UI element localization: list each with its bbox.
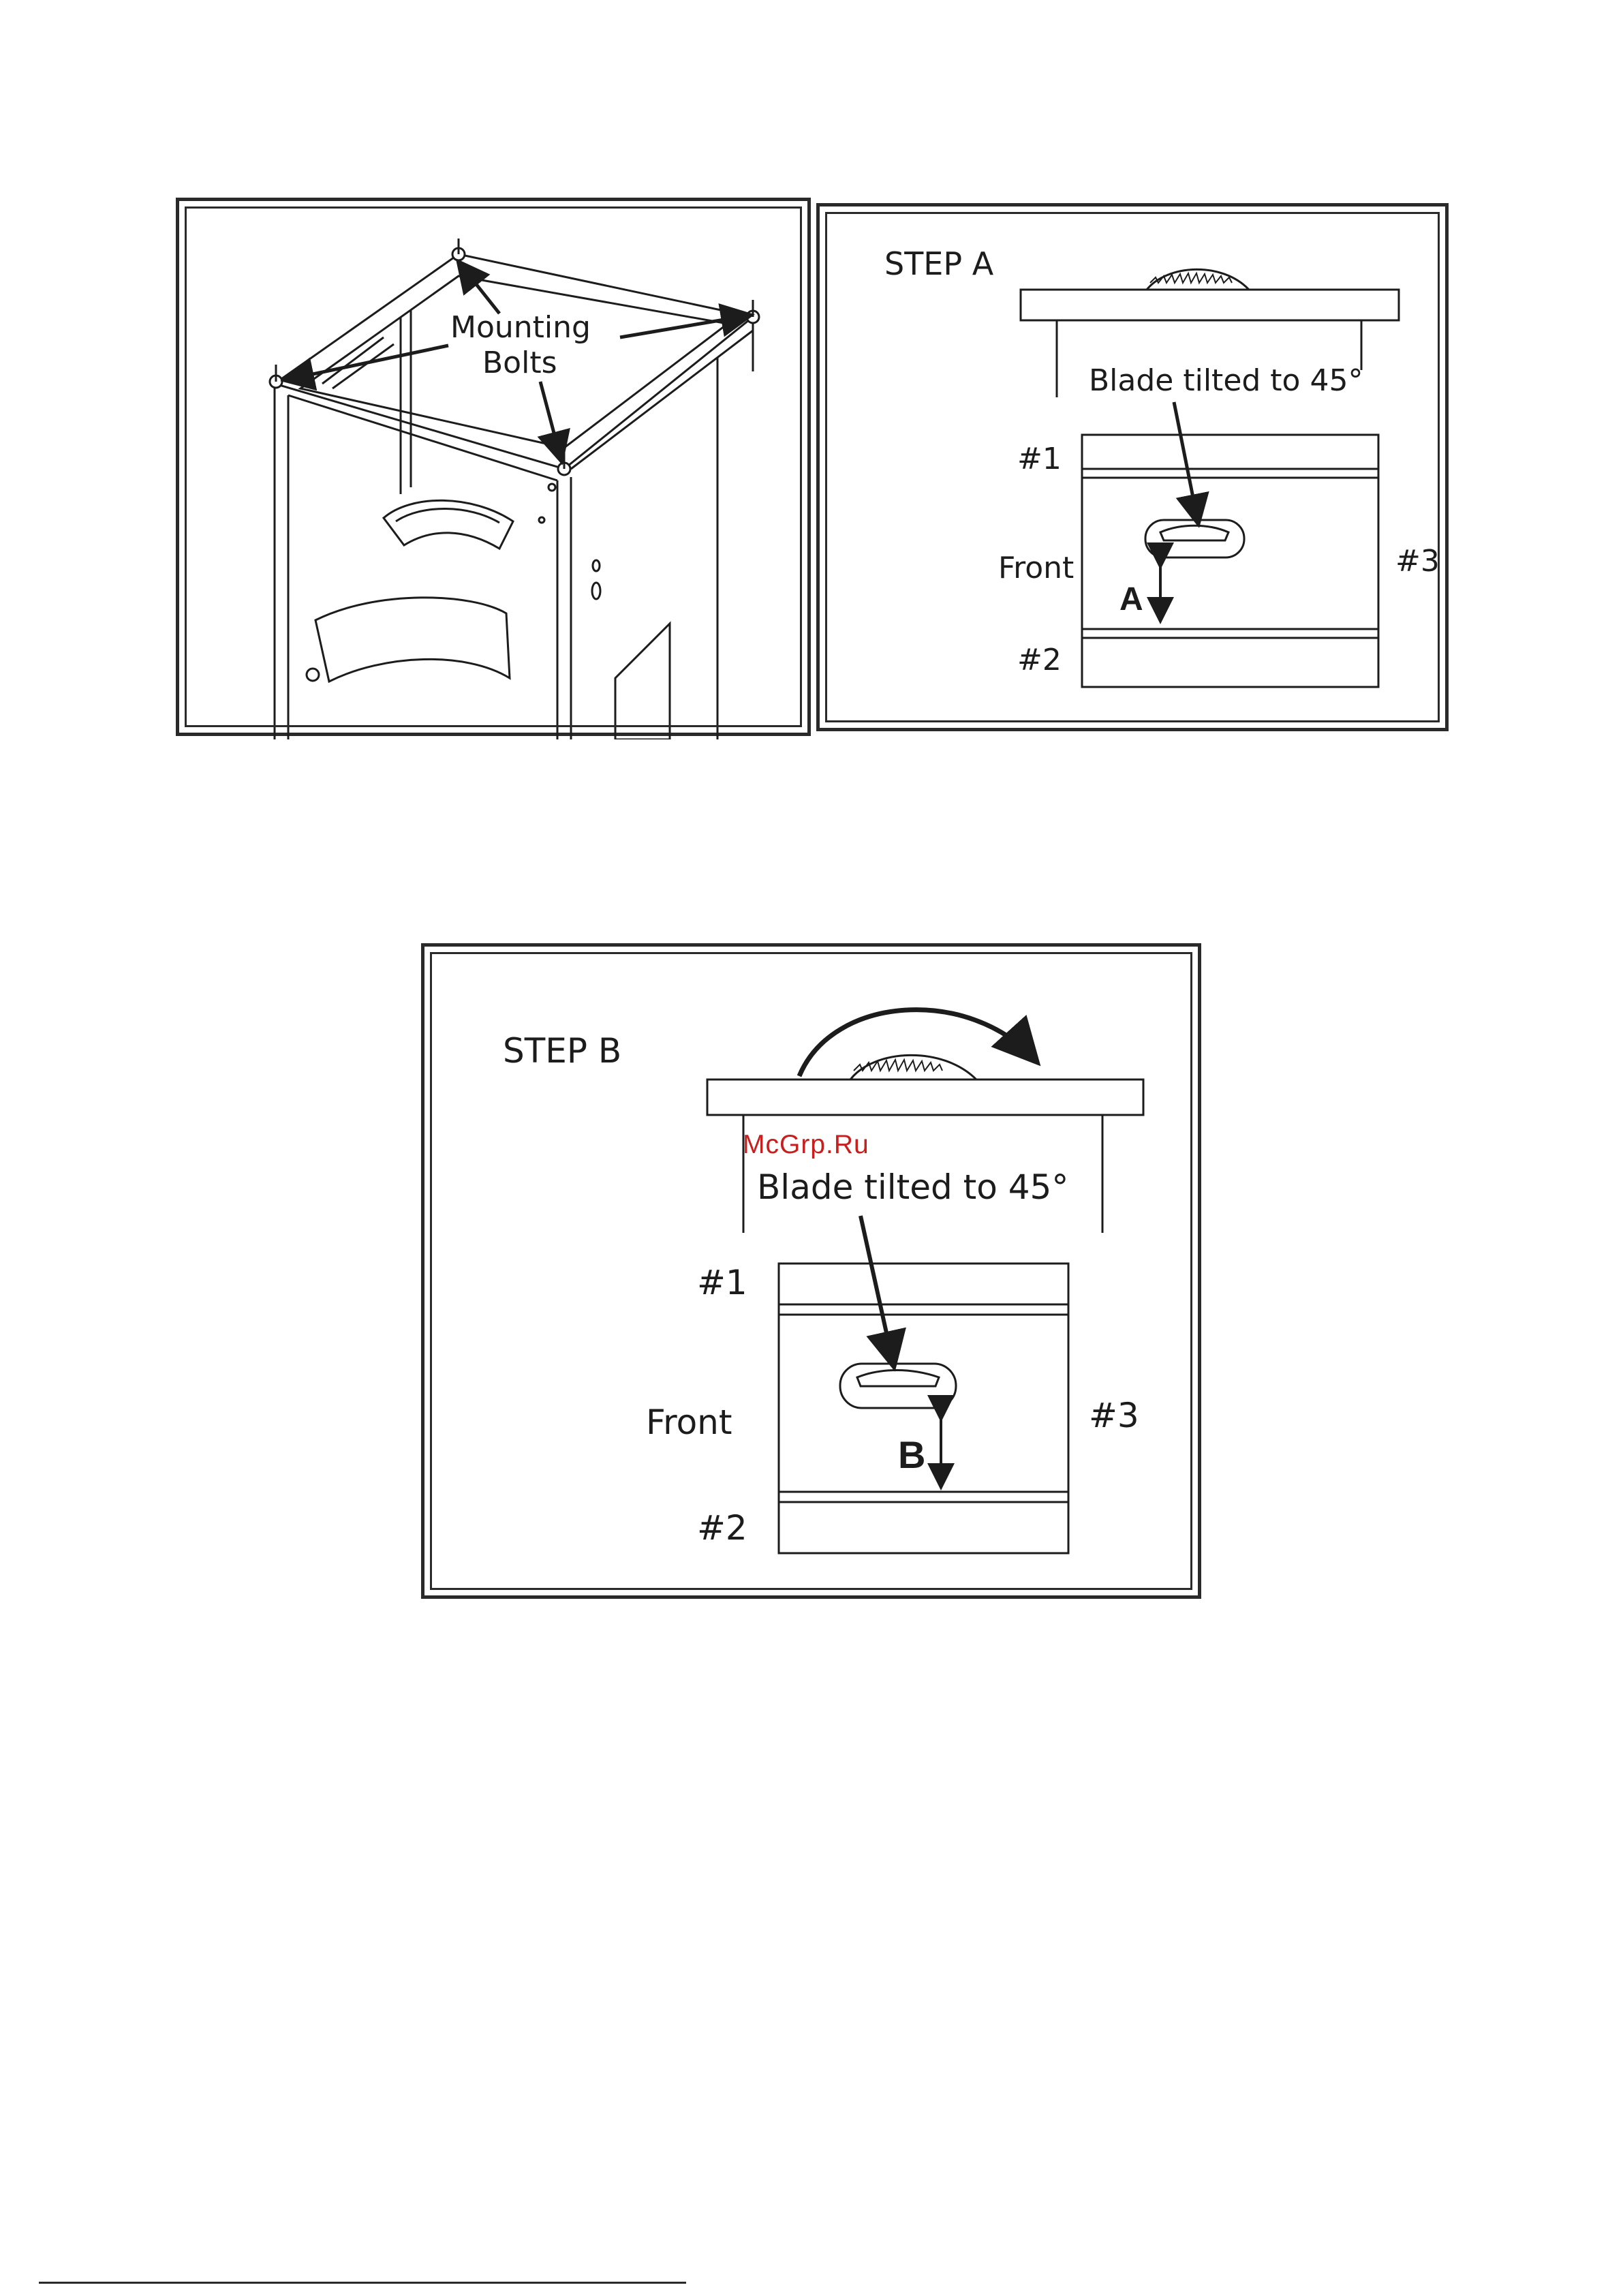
step-a-label-3: #3 — [1395, 544, 1440, 579]
step-a-figure: STEP A Blade tilted to 45° A #1 — [816, 203, 1449, 731]
step-b-label-3: #3 — [1089, 1396, 1139, 1435]
callout-bolts: Bolts — [482, 346, 557, 380]
step-b-measure-letter: B — [898, 1433, 925, 1476]
step-a-label-1: #1 — [1017, 442, 1062, 476]
step-b-blade-note: Blade tilted to 45° — [757, 1167, 1068, 1207]
step-b-label-front: Front — [646, 1403, 732, 1442]
footnote-divider — [39, 2282, 686, 2284]
step-b-title: STEP B — [503, 1031, 621, 1071]
step-b-diagram: STEP B Blade tilted to 45° — [424, 947, 1205, 1602]
step-a-diagram: STEP A Blade tilted to 45° A #1 — [820, 206, 1452, 735]
step-b-figure: STEP B Blade tilted to 45° — [421, 943, 1201, 1599]
step-a-title: STEP A — [884, 245, 994, 282]
cabinet-illustration: Mounting Bolts — [179, 201, 814, 739]
step-b-label-1: #1 — [697, 1263, 747, 1302]
step-a-label-2: #2 — [1017, 643, 1062, 677]
step-b-label-2: #2 — [697, 1508, 747, 1548]
step-a-measure-letter: A — [1119, 581, 1143, 617]
watermark: McGrp.Ru — [743, 1130, 869, 1160]
step-a-blade-note: Blade tilted to 45° — [1089, 363, 1363, 398]
mounting-bolts-figure: Mounting Bolts — [176, 198, 811, 736]
callout-mounting: Mounting — [450, 310, 591, 345]
step-a-label-front: Front — [998, 551, 1074, 585]
